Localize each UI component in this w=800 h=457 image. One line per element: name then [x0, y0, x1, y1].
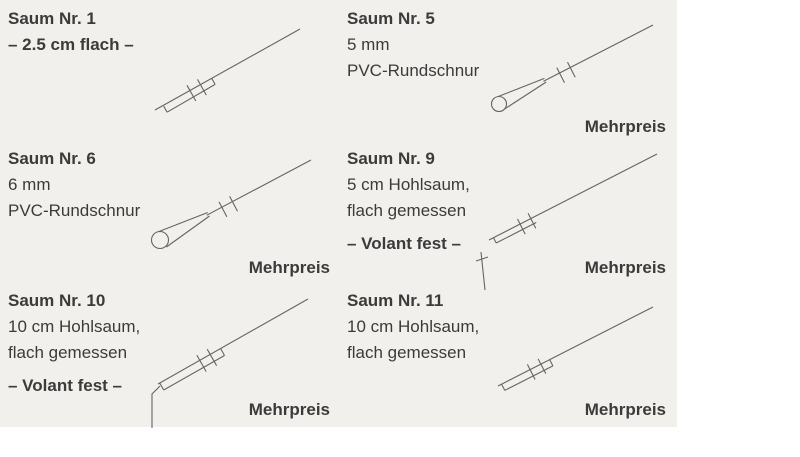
hollow-hem-diagram [475, 153, 658, 291]
surcharge-label: Mehrpreis [248, 258, 330, 277]
saum-title: Saum Nr. 1 [8, 9, 96, 28]
saum-desc-line: flach gemessen [347, 201, 467, 220]
pvc-cord-hem-diagram [150, 159, 312, 250]
saum-desc-line: 5 cm Hohlsaum, [347, 175, 470, 194]
saum-option-1: Saum Nr. 1 – 2.5 cm flach – [8, 6, 134, 58]
saum-desc-line: PVC-Rundschnur [8, 201, 141, 220]
saum-title: Saum Nr. 10 [8, 291, 106, 310]
saum-option-11: Saum Nr. 11 10 cm Hohlsaum, flach gemess… [347, 288, 479, 366]
saum-desc-line: 5 mm [347, 35, 390, 54]
flat-hem-diagram [154, 28, 301, 113]
saum-desc-line: PVC-Rundschnur [347, 61, 480, 80]
pvc-cord-hem-diagram [490, 24, 654, 113]
saum-desc-line: – Volant fest – [8, 376, 122, 395]
hollow-hem-diagram [151, 298, 309, 428]
saum-desc-line: – 2.5 cm flach – [8, 35, 134, 54]
saum-desc-line: – Volant fest – [347, 234, 461, 253]
surcharge-label: Mehrpreis [584, 258, 666, 277]
saum-title: Saum Nr. 11 [347, 291, 444, 310]
saum-option-6: Saum Nr. 6 6 mm PVC-Rundschnur [8, 146, 140, 224]
surcharge-label: Mehrpreis [584, 400, 666, 419]
saum-desc-line: flach gemessen [347, 343, 467, 362]
surcharge-label: Mehrpreis [248, 400, 330, 419]
saum-desc-line: flach gemessen [8, 343, 128, 362]
saum-option-10: Saum Nr. 10 10 cm Hohlsaum, flach gemess… [8, 288, 140, 399]
saum-title: Saum Nr. 5 [347, 9, 435, 28]
saum-title: Saum Nr. 6 [8, 149, 96, 168]
surcharge-label: Mehrpreis [584, 117, 666, 136]
saum-desc-line: 10 cm Hohlsaum, [347, 317, 480, 336]
hollow-hem-diagram [497, 306, 654, 391]
saum-option-5: Saum Nr. 5 5 mm PVC-Rundschnur [347, 6, 479, 84]
saum-title: Saum Nr. 9 [347, 149, 435, 168]
saum-option-9: Saum Nr. 9 5 cm Hohlsaum, flach gemessen… [347, 146, 470, 257]
saum-desc-line: 6 mm [8, 175, 51, 194]
saum-desc-line: 10 cm Hohlsaum, [8, 317, 141, 336]
